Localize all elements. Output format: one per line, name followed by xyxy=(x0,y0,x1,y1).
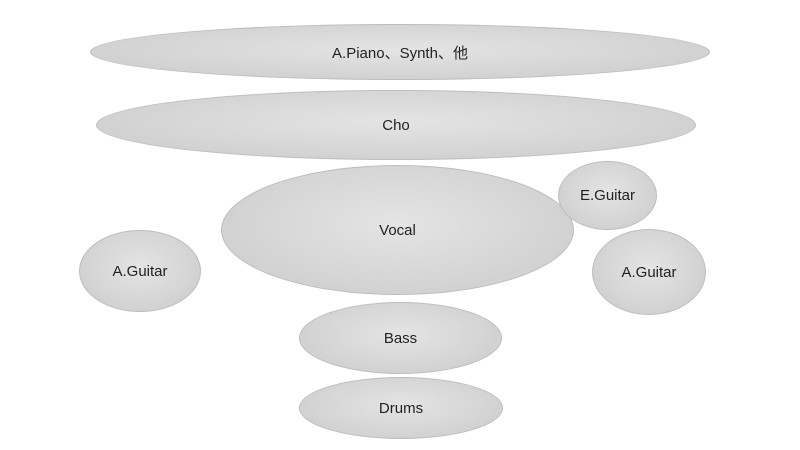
ellipse-keys-synth: A.Piano、Synth、他 xyxy=(90,24,710,80)
ellipse-vocal: Vocal xyxy=(221,165,574,295)
label-keys-synth: A.Piano、Synth、他 xyxy=(332,44,468,62)
ellipse-electric-guitar: E.Guitar xyxy=(558,161,657,230)
label-acoustic-guitar-right: A.Guitar xyxy=(621,263,677,281)
label-drums: Drums xyxy=(378,399,424,417)
label-chorus: Cho xyxy=(382,116,410,134)
label-bass: Bass xyxy=(383,329,418,347)
ellipse-acoustic-guitar-right: A.Guitar xyxy=(592,229,706,315)
ellipse-acoustic-guitar-left: A.Guitar xyxy=(79,230,201,312)
ellipse-drums: Drums xyxy=(299,377,503,439)
ellipse-chorus: Cho xyxy=(96,90,696,160)
label-electric-guitar: E.Guitar xyxy=(579,187,636,204)
label-vocal: Vocal xyxy=(379,221,416,239)
label-acoustic-guitar-left: A.Guitar xyxy=(112,262,168,280)
ellipse-bass: Bass xyxy=(299,302,502,374)
